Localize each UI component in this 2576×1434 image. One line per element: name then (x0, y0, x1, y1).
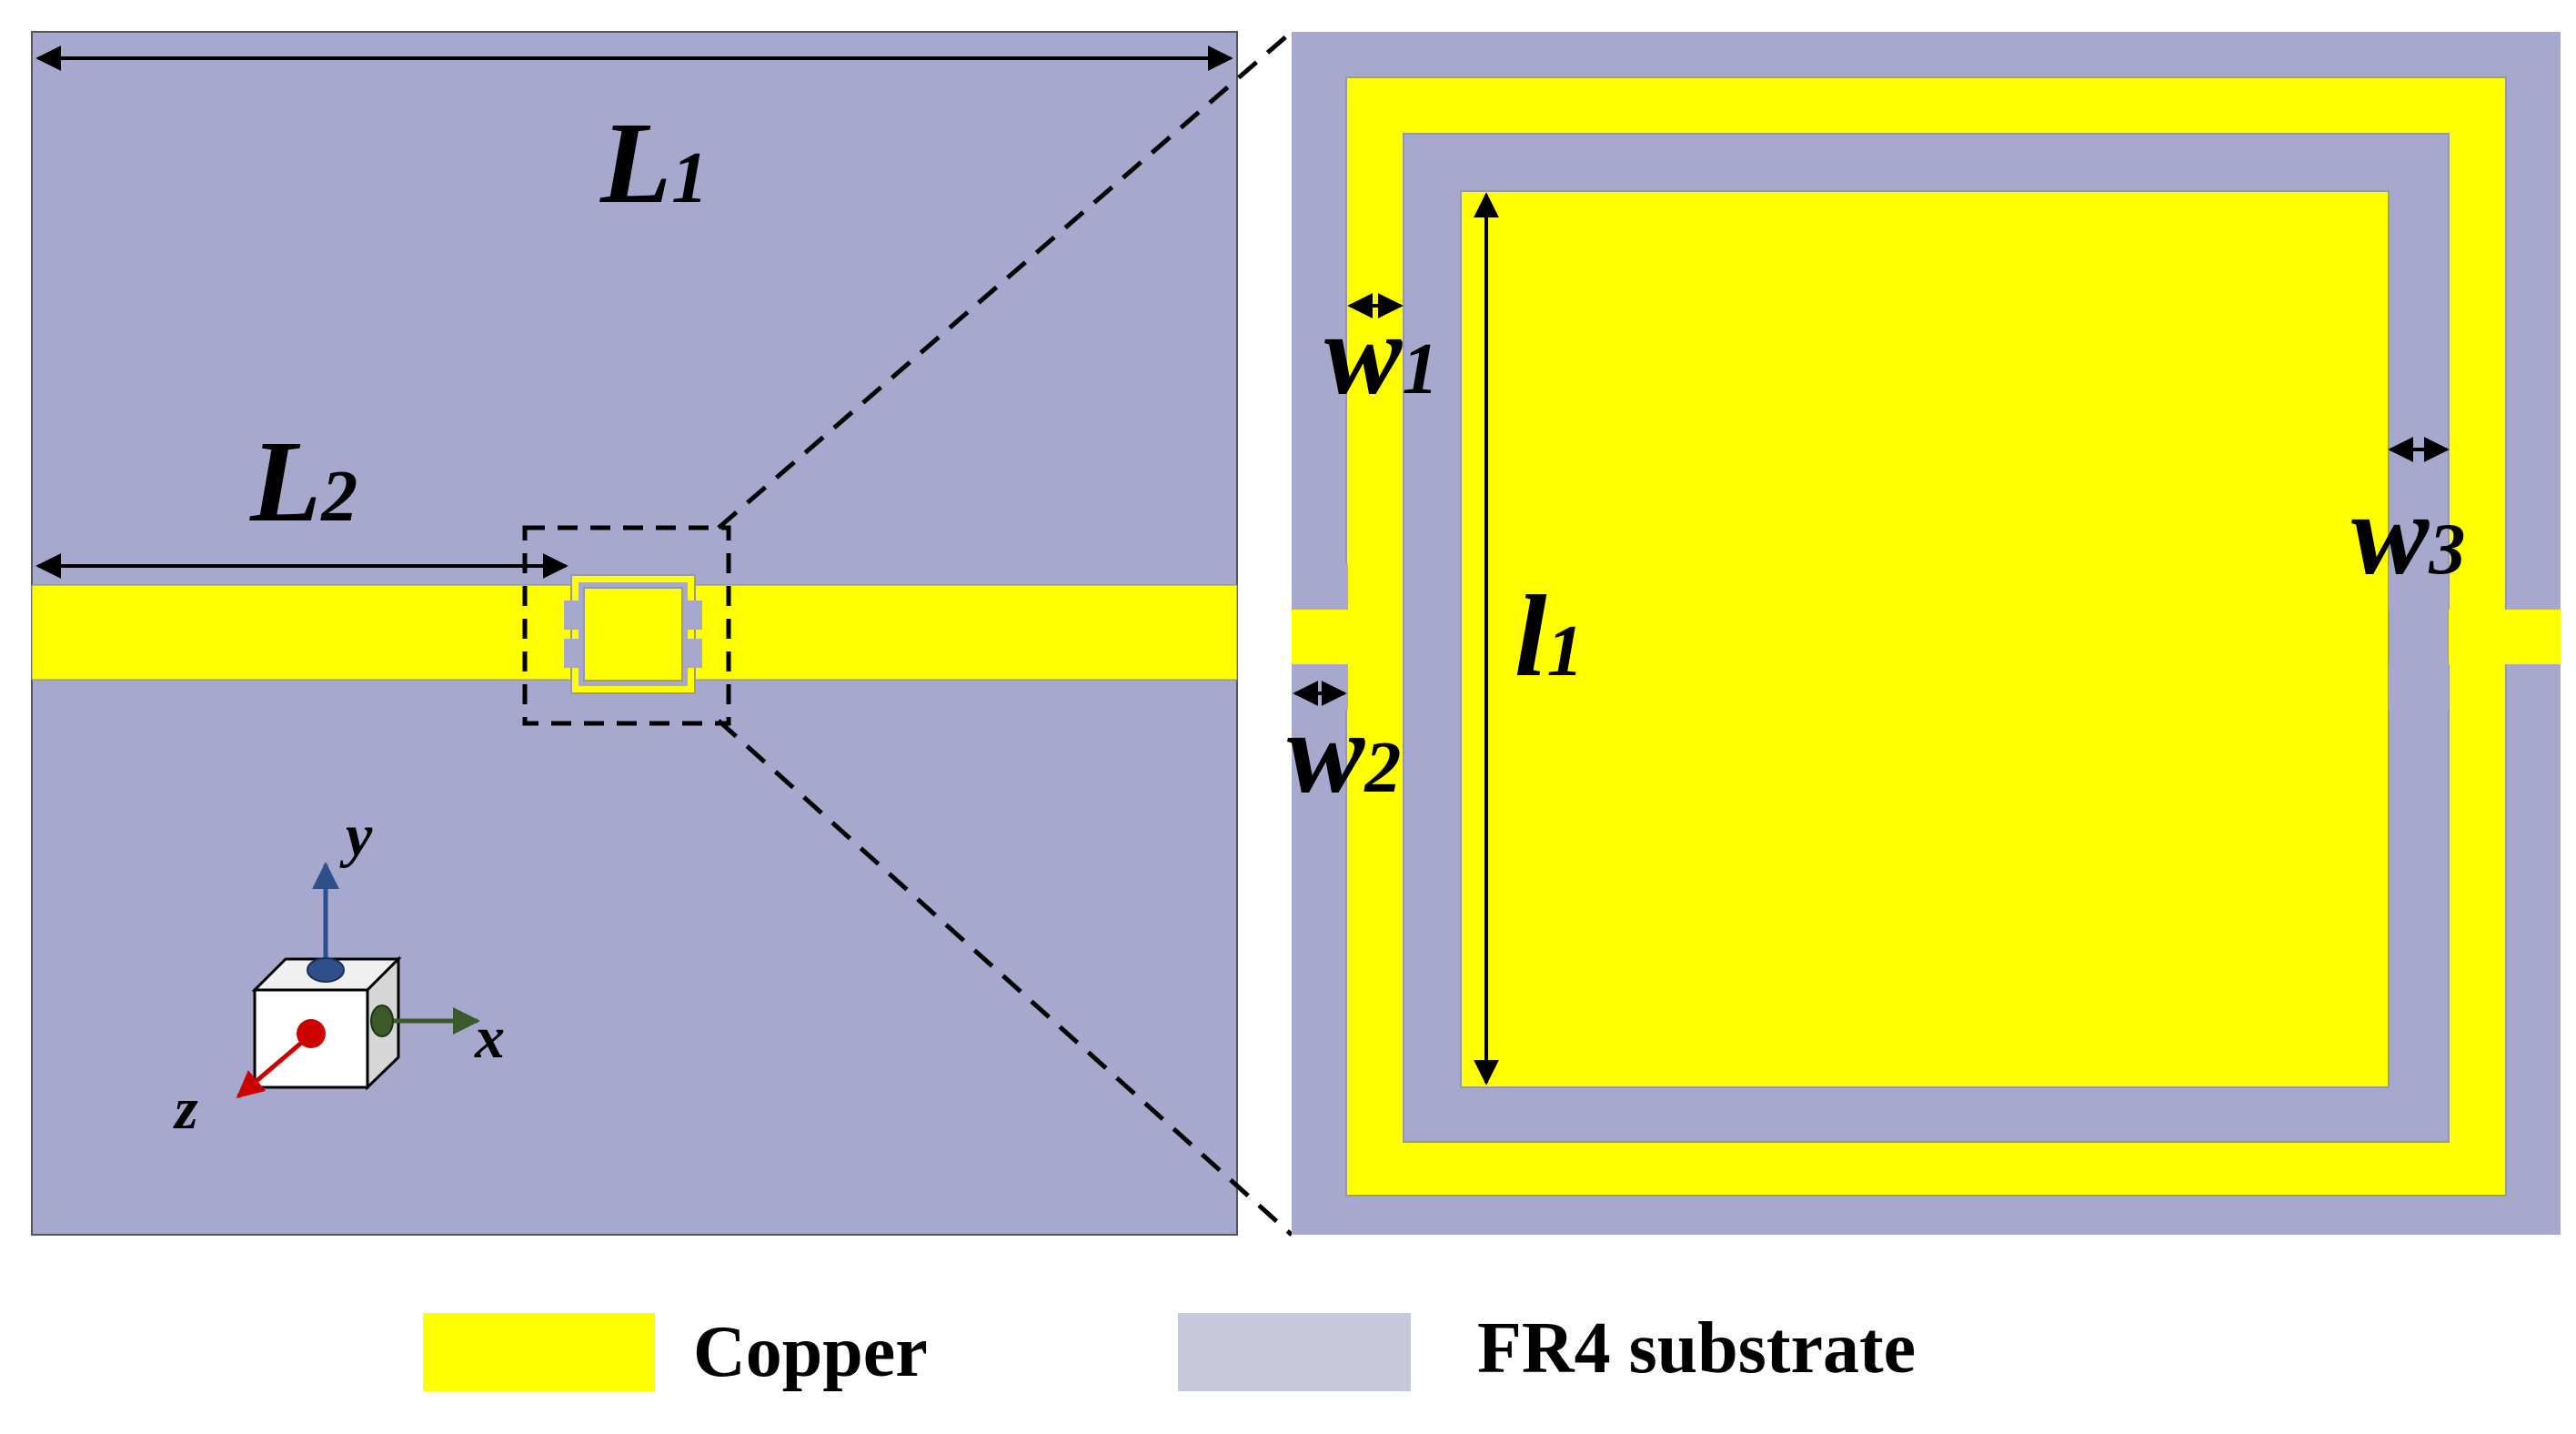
label-l1: l1 (1514, 571, 1584, 701)
zoom-connector-bottom (717, 719, 1293, 1237)
left-feed (1292, 610, 1348, 664)
label-w3: w3 (2351, 470, 2465, 599)
coordinate-axes: y x z (173, 803, 505, 1142)
label-L1: L1 (599, 98, 708, 227)
legend-copper-label: Copper (693, 1312, 928, 1392)
legend: Copper FR4 substrate (423, 1308, 1916, 1392)
resonator-small (564, 574, 702, 694)
y-axis-label: y (339, 803, 373, 869)
legend-copper-swatch (423, 1313, 655, 1391)
label-w1: w1 (1324, 289, 1438, 419)
x-axis-dot (370, 1005, 394, 1037)
x-axis-label: x (474, 1005, 505, 1071)
left-slot-up (1292, 564, 1348, 610)
label-L2: L2 (249, 417, 357, 546)
legend-substrate-label: FR4 substrate (1477, 1308, 1916, 1389)
zoom-connector-top (717, 30, 1293, 530)
z-axis-dot (297, 1019, 326, 1048)
right-slot-down (2389, 664, 2449, 710)
left-panel: L1 L2 y x z (31, 31, 1238, 1236)
right-slot-up (2389, 564, 2449, 610)
legend-substrate-swatch (1178, 1313, 1411, 1391)
zoom-box (522, 525, 731, 726)
z-axis-label: z (173, 1076, 198, 1142)
right-feed (2449, 610, 2561, 664)
y-axis-dot (307, 957, 345, 983)
right-panel: l1 w1 w2 w3 (1287, 32, 2561, 1235)
label-w2: w2 (1287, 688, 1401, 817)
z-axis-arrow (236, 1033, 313, 1098)
inner-patch (1460, 190, 2390, 1088)
